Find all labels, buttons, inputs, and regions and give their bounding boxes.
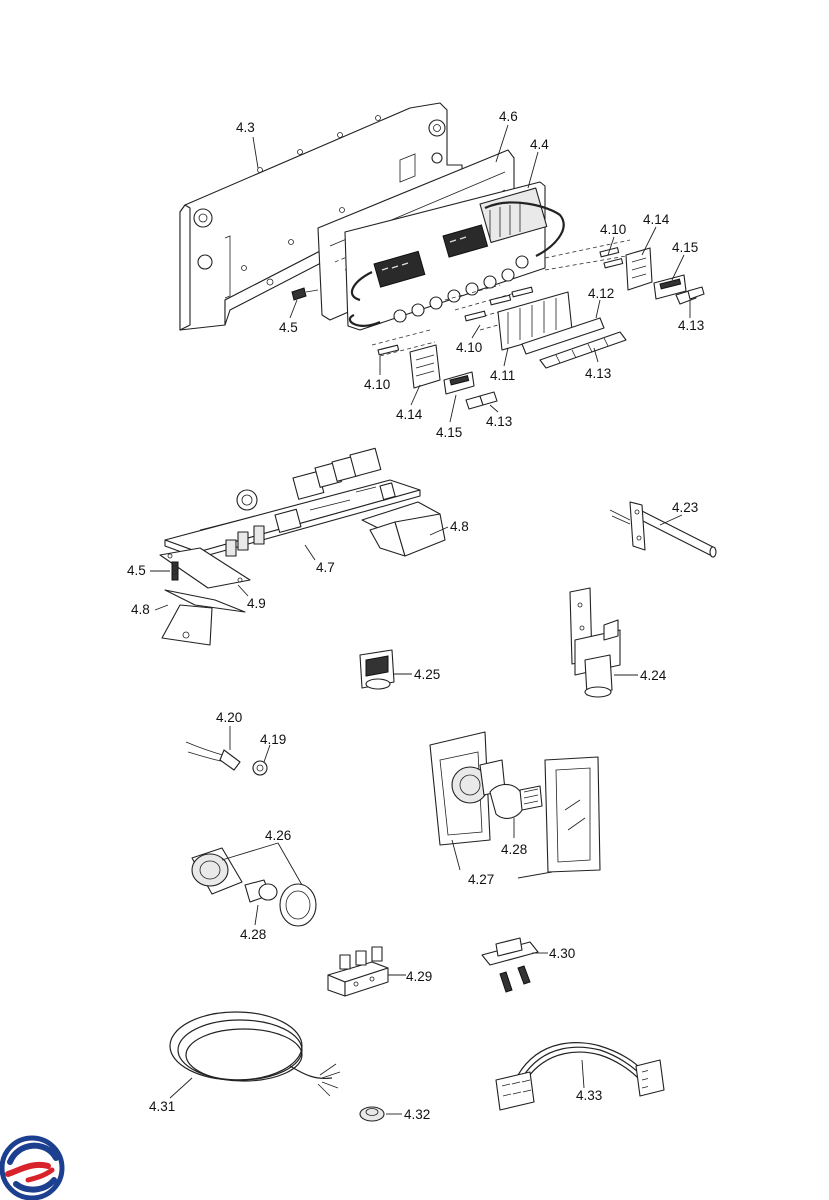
clamp-4-30 [481, 937, 548, 993]
bracket-4-8-left [154, 589, 246, 646]
power-board-4-7 [164, 447, 421, 561]
key-group-middle [444, 284, 627, 369]
callout-4-3: 4.3 [236, 120, 255, 135]
callout-4-13-middle: 4.13 [585, 366, 611, 381]
callout-4-30: 4.30 [549, 946, 575, 961]
callout-4-14-right: 4.14 [643, 212, 670, 227]
leaders-top [252, 124, 691, 423]
callout-4-28-right: 4.28 [501, 842, 527, 857]
lamp-housing-4-26 [191, 842, 317, 927]
callout-4-10-middle: 4.10 [456, 340, 482, 355]
oven-lamp-4-27 [429, 731, 601, 879]
screw-4-5-top [291, 287, 319, 301]
callout-4-19: 4.19 [260, 732, 286, 747]
callout-4-8-left: 4.8 [131, 602, 150, 617]
callout-4-6: 4.6 [499, 109, 518, 124]
brand-swirl-logo [0, 1135, 65, 1200]
lamp-cap-4-19 [252, 744, 271, 776]
callout-4-31: 4.31 [149, 1099, 175, 1114]
grommet-4-32 [359, 1106, 402, 1122]
callout-4-10-left: 4.10 [364, 377, 390, 392]
callout-4-20: 4.20 [216, 710, 242, 725]
callout-4-5-bottom: 4.5 [127, 563, 146, 578]
callout-4-14-left: 4.14 [396, 407, 423, 422]
callout-4-10-right: 4.10 [600, 222, 626, 237]
callout-4-24: 4.24 [640, 668, 667, 683]
cable-4-31 [169, 1011, 341, 1099]
callout-labels: 4.3 4.6 4.4 4.10 4.14 4.15 4.12 4.13 4.5… [127, 109, 704, 1122]
callout-4-9: 4.9 [247, 596, 266, 611]
callout-4-28-left: 4.28 [240, 927, 266, 942]
callout-4-15-right: 4.15 [672, 240, 698, 255]
callout-4-12: 4.12 [588, 286, 614, 301]
lamp-wire-4-20 [185, 726, 241, 771]
callout-4-26: 4.26 [265, 828, 291, 843]
screw-4-5-bottom [150, 561, 179, 581]
plate-4-9 [159, 547, 251, 597]
callout-4-27: 4.27 [468, 872, 494, 887]
callout-4-32: 4.32 [404, 1107, 430, 1122]
callout-4-25: 4.25 [414, 667, 440, 682]
bracket-4-8-right [361, 501, 449, 557]
callout-4-15-left: 4.15 [436, 425, 462, 440]
display-board-4-4 [344, 181, 565, 331]
callout-4-8-right: 4.8 [450, 519, 469, 534]
holder-4-24 [569, 587, 638, 698]
callout-4-29: 4.29 [406, 969, 432, 984]
callout-4-4: 4.4 [530, 137, 549, 152]
temp-probe-4-23 [609, 501, 717, 558]
harness-4-33 [495, 1042, 665, 1111]
callout-4-13-left: 4.13 [486, 414, 512, 429]
callout-4-23: 4.23 [672, 500, 698, 515]
callout-4-7: 4.7 [316, 560, 335, 575]
callout-4-13-right: 4.13 [678, 318, 704, 333]
callout-4-5-top: 4.5 [279, 320, 298, 335]
choke-4-25 [359, 649, 412, 690]
callout-4-11: 4.11 [490, 368, 515, 383]
key-group-right [544, 239, 705, 305]
key-group-left [371, 329, 498, 410]
terminal-block-4-29 [327, 946, 406, 997]
callout-4-33: 4.33 [576, 1088, 602, 1103]
